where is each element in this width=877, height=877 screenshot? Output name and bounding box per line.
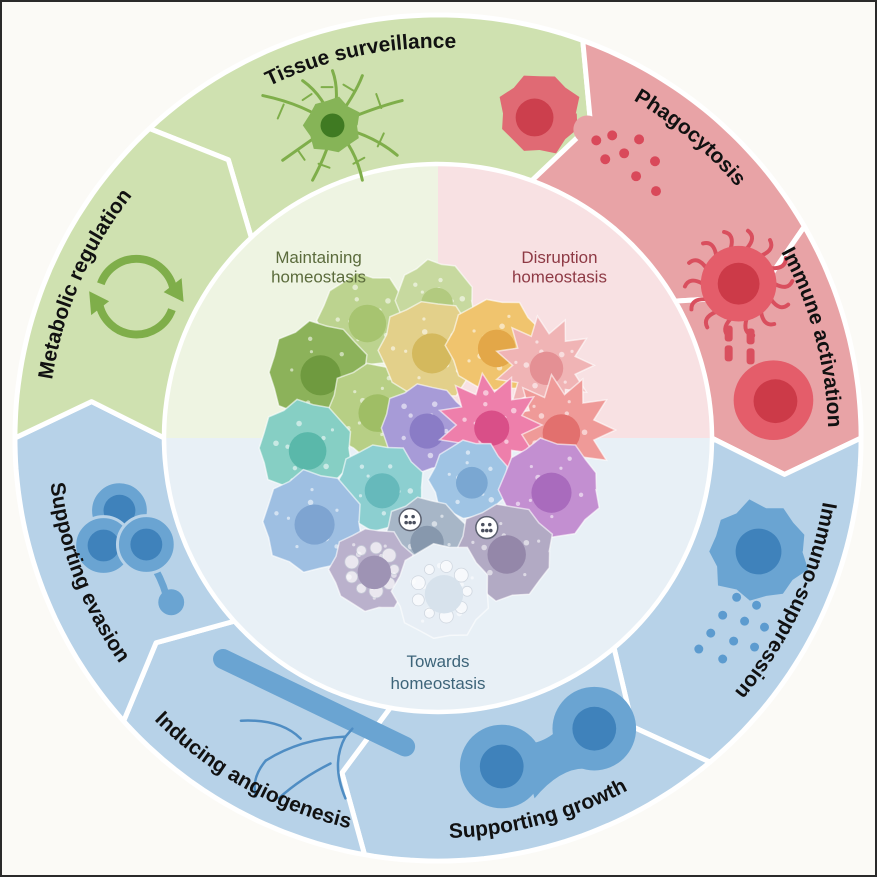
central-cell-cluster [258,258,618,640]
disruption-label-line1: Disruption [521,248,597,267]
maintaining-label-line2: homeostasis [271,268,366,287]
recycle-arrows-icon [89,254,184,339]
yellow-cell [377,300,481,403]
phagosome-2 [475,515,499,540]
white-foamy-cell [390,542,490,640]
blood-vessel-icon [213,649,416,800]
neuron-like-cell-icon [261,69,404,182]
maintaining-label-line1: Maintaining [275,248,361,267]
secreting-cell-icon [694,499,809,664]
phagocyte-icon [499,75,661,197]
teal-cell [258,398,353,497]
dividing-cell-icon [459,686,637,809]
towards-label-line2: homeostasis [391,674,486,693]
towards-label-line1: Towards [407,652,470,671]
immune-synapse-icon [682,228,814,440]
cell-cluster-icon [73,480,185,616]
disruption-label-line2: homeostasis [512,268,607,287]
segment-icons [73,69,814,809]
phagosome-1 [398,507,422,532]
inner-labels: Maintaining homeostasis Disruption homeo… [271,248,607,693]
